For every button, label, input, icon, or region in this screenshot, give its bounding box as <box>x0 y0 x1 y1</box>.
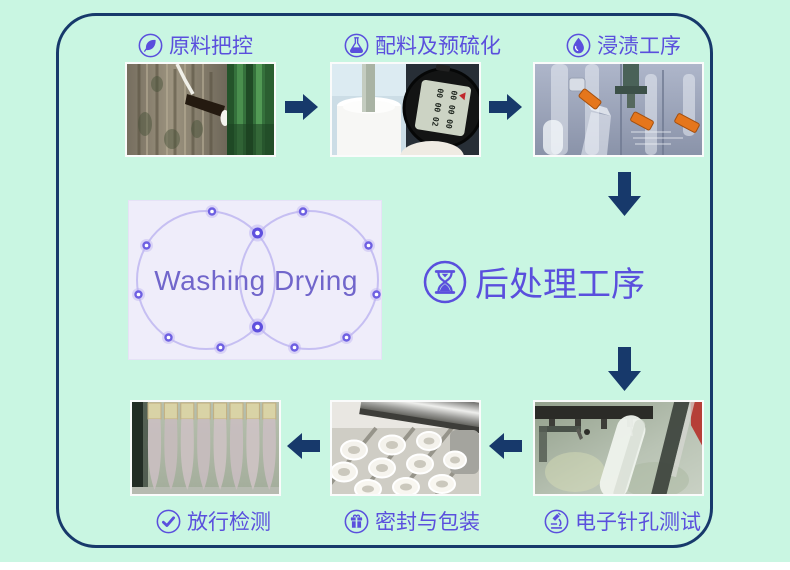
venn-diagram: Washing Drying <box>132 205 383 354</box>
check-icon <box>156 509 181 533</box>
photo-compounding-beaker-stopwatch: 00 00 00 00 00 02 <box>330 62 481 157</box>
bottom-white-strip <box>0 562 790 570</box>
hourglass-icon <box>423 260 467 303</box>
arrow-left-2 <box>489 433 522 459</box>
step-post-processing: 后处理工序 <box>423 257 645 306</box>
condom-rings <box>332 431 467 494</box>
step-label-text: 浸渍工序 <box>597 35 681 58</box>
step-label-text: 配料及预硫化 <box>375 35 501 58</box>
step-dipping: 浸渍工序 <box>566 30 681 60</box>
flask-icon <box>344 33 369 57</box>
droplet-icon <box>566 33 591 57</box>
arrow-left-1 <box>287 433 320 459</box>
venn-node-dots <box>132 205 383 354</box>
rounded-border-frame <box>56 13 713 548</box>
step-pinhole-test: 电子针孔测试 <box>544 506 701 536</box>
gift-icon <box>344 509 369 533</box>
arrow-right-2 <box>489 94 522 120</box>
microscope-icon <box>544 509 569 533</box>
step-label-text: 密封与包装 <box>375 511 480 534</box>
photo-sealing-packaging-machine <box>330 400 481 496</box>
step-release-test: 放行检测 <box>156 506 271 536</box>
step-label-text: 原料把控 <box>169 35 253 58</box>
stopwatch-lcd: 00 00 00 00 00 02 <box>414 79 472 137</box>
drying-label: Drying <box>274 265 358 296</box>
arrow-down-2 <box>608 347 641 391</box>
washing-drying-panel: Washing Drying <box>128 200 383 360</box>
step-label-text: 后处理工序 <box>475 266 645 304</box>
washing-label: Washing <box>154 265 265 296</box>
step-label-text: 电子针孔测试 <box>575 511 701 534</box>
photo-pinhole-testing-machine <box>533 400 704 496</box>
arrow-right-1 <box>285 94 318 120</box>
arrow-down-1 <box>608 172 641 216</box>
step-compounding: 配料及预硫化 <box>344 30 501 60</box>
step-raw-material: 原料把控 <box>138 30 253 60</box>
photo-dipping-process <box>533 62 704 157</box>
step-packaging: 密封与包装 <box>344 506 480 536</box>
photo-release-testing-condoms <box>130 400 281 496</box>
leaf-icon <box>138 33 163 57</box>
step-label-text: 放行检测 <box>187 511 271 534</box>
photo-raw-material-latex-tapping <box>125 62 276 157</box>
